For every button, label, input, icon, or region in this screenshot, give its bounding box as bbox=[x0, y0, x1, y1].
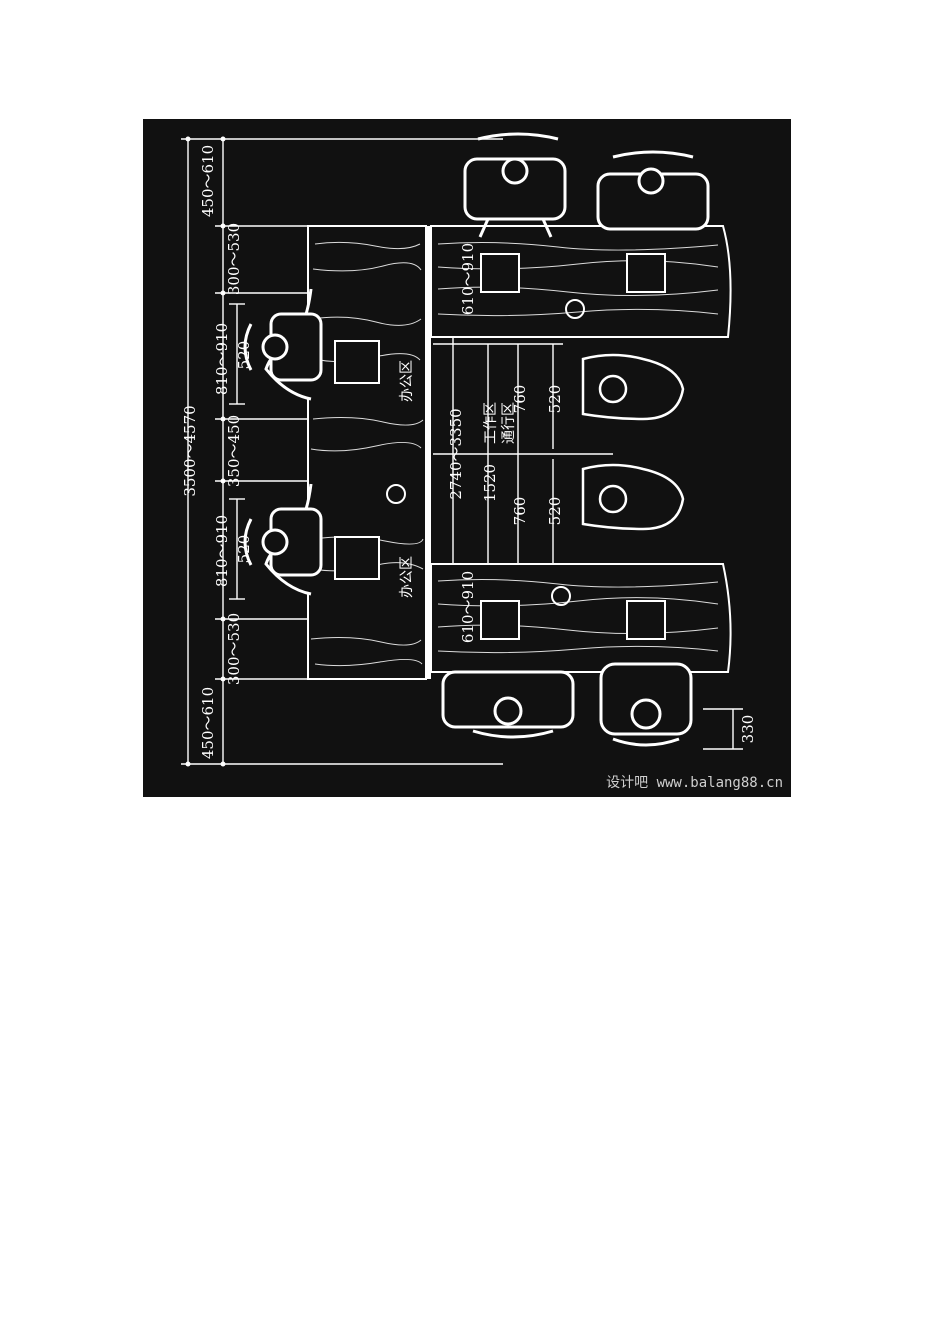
dim-aisle-bottom: 760 bbox=[511, 497, 529, 526]
watermark: 设计吧 www.balang88.cn bbox=[606, 775, 783, 791]
dim-total: 3500～4570 bbox=[181, 405, 199, 496]
dim-left-seg4: 810～910 bbox=[213, 515, 231, 587]
dim-left-seg2-inner: 520 bbox=[235, 341, 253, 370]
dim-chair-top: 520 bbox=[546, 385, 564, 414]
work-worker-bottom-right bbox=[599, 662, 693, 747]
dim-top-clear: 450～610 bbox=[199, 145, 217, 217]
work-worker-top-left bbox=[463, 132, 567, 238]
dim-left-seg5: 300～530 bbox=[225, 613, 243, 685]
dim-left-seg1: 300～530 bbox=[225, 223, 243, 295]
dim-desk-bottom: 610～910 bbox=[459, 571, 477, 643]
aisle-person-bottom bbox=[581, 463, 685, 531]
dim-work-total: 2740～3350 bbox=[447, 408, 465, 499]
work-desk-top bbox=[430, 225, 732, 338]
outer-dimension-lines bbox=[181, 138, 503, 765]
dim-bottom-clear: 450～610 bbox=[199, 687, 217, 759]
office-worker-top bbox=[243, 288, 323, 401]
zone-work: 工作区 bbox=[483, 402, 499, 444]
desk-separator bbox=[426, 226, 431, 679]
dim-aisle-top: 760 bbox=[511, 385, 529, 414]
office-layout-diagram: 3500～4570 450～610 450～610 300～530 810～91… bbox=[143, 119, 791, 797]
dim-left-seg2: 810～910 bbox=[213, 323, 231, 395]
zone-passage: 通行区 bbox=[501, 402, 517, 444]
dim-desk-top: 610～910 bbox=[459, 243, 477, 315]
outer-dimension-dots bbox=[185, 136, 226, 767]
zone-office-top: 办公区 bbox=[399, 360, 415, 402]
dim-left-seg3: 350～450 bbox=[225, 415, 243, 487]
work-worker-top-right bbox=[596, 150, 710, 231]
dim-chair-bottom: 520 bbox=[546, 497, 564, 526]
office-desk bbox=[307, 225, 427, 680]
dim-left-seg4-inner: 520 bbox=[235, 535, 253, 564]
dim-aisle-total: 1520 bbox=[481, 464, 499, 502]
dim-seat-depth: 330 bbox=[739, 715, 757, 744]
aisle-person-top bbox=[581, 353, 685, 421]
office-worker-bottom bbox=[243, 483, 323, 596]
seat-depth-dim bbox=[703, 708, 743, 750]
zone-office-bottom: 办公区 bbox=[399, 556, 415, 598]
work-desk-bottom bbox=[430, 563, 732, 673]
work-worker-bottom-left bbox=[441, 670, 575, 739]
